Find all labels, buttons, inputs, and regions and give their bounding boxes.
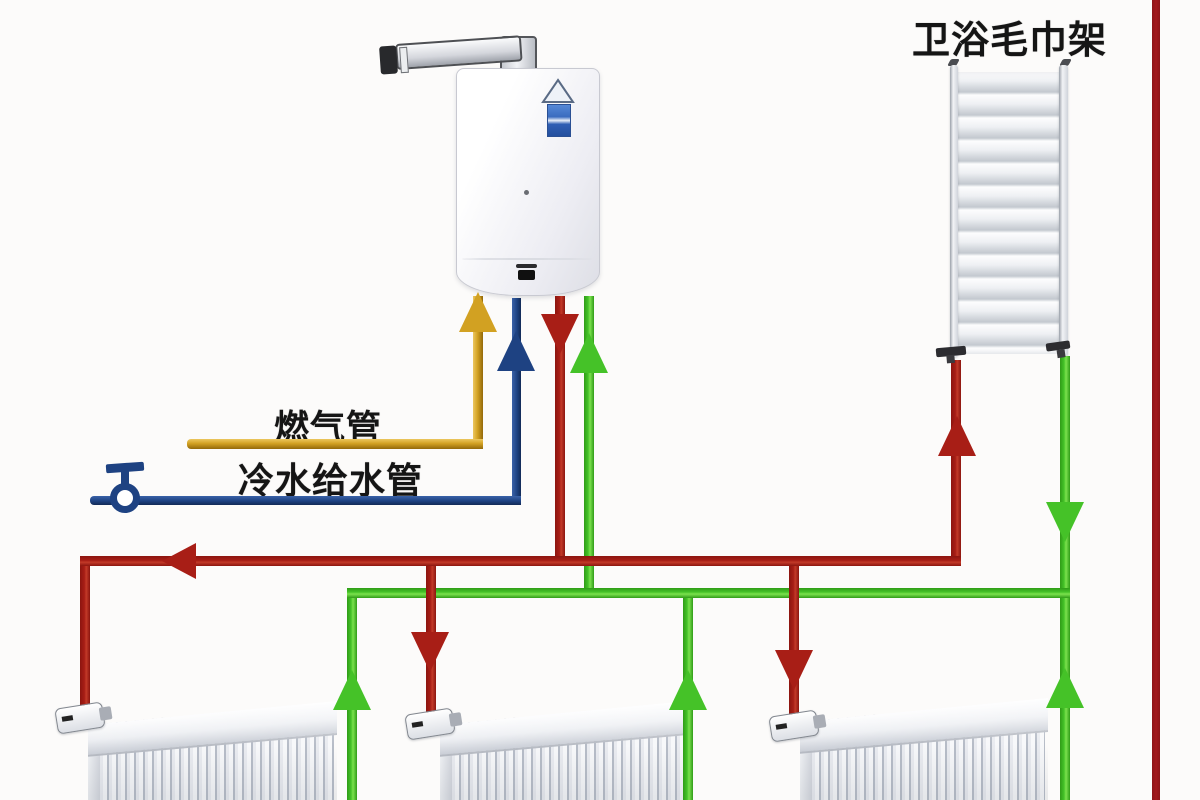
gas-pipe-horizontal bbox=[187, 439, 483, 449]
boiler-display-slot bbox=[516, 264, 537, 268]
rack-bars bbox=[954, 72, 1062, 354]
radiator-1 bbox=[88, 701, 337, 800]
supply-arrow-radiator-2 bbox=[411, 632, 449, 672]
radiator-sheen bbox=[800, 698, 1048, 800]
supply-arrow-main-left bbox=[162, 543, 196, 579]
boiler-display bbox=[518, 270, 535, 280]
cold-water-horizontal bbox=[137, 496, 521, 505]
rack-rail-left bbox=[950, 65, 958, 357]
boiler-body bbox=[456, 68, 600, 296]
return-main-pipe bbox=[347, 588, 1070, 598]
cold-water-valve-stem bbox=[121, 469, 129, 487]
right-edge-riser-pipe bbox=[1152, 0, 1160, 800]
towel-radiator bbox=[946, 58, 1078, 360]
supply-arrow-radiator-3 bbox=[775, 650, 813, 690]
return-arrow-from-towel-rack bbox=[1046, 502, 1084, 542]
return-arrow-radiator-3 bbox=[1046, 668, 1084, 708]
boiler-logo-triangle-icon bbox=[541, 78, 575, 103]
cold-water-pipe-label: 冷水给水管 bbox=[238, 461, 424, 502]
return-pipe-boiler-drop bbox=[584, 296, 594, 596]
return-arrow-radiator-1 bbox=[333, 670, 371, 710]
return-arrow-radiator-2 bbox=[669, 670, 707, 710]
cold-water-vertical bbox=[512, 298, 521, 505]
radiator-3 bbox=[800, 698, 1048, 800]
rack-rail-right bbox=[1059, 65, 1068, 357]
radiator-sheen bbox=[88, 701, 337, 800]
supply-drop-radiator-1 bbox=[80, 556, 90, 718]
return-line-towel-rack bbox=[1060, 356, 1070, 800]
radiator-sheen bbox=[440, 701, 688, 800]
gas-pipe-vertical bbox=[473, 296, 483, 446]
cold-water-stub bbox=[90, 496, 114, 505]
cold-water-arrow-into-boiler bbox=[497, 331, 535, 371]
boiler-seam bbox=[462, 258, 592, 260]
supply-pipe-boiler-drop bbox=[555, 296, 565, 565]
flue-ring bbox=[399, 46, 409, 74]
towel-rack-label: 卫浴毛巾架 bbox=[912, 18, 1108, 62]
supply-arrow-from-boiler bbox=[541, 314, 579, 354]
supply-riser-towel-rack bbox=[951, 360, 961, 566]
cold-water-valve-body bbox=[110, 483, 140, 513]
supply-drop-radiator-3 bbox=[789, 556, 799, 720]
supply-arrow-towel-rack bbox=[938, 416, 976, 456]
boiler-brand-label bbox=[547, 104, 571, 137]
supply-main-pipe bbox=[80, 556, 961, 566]
radiator-2 bbox=[440, 701, 688, 800]
boiler-sight-dot bbox=[524, 190, 529, 195]
gas-arrow-into-boiler bbox=[459, 292, 497, 332]
flue-end-cap bbox=[379, 45, 398, 75]
